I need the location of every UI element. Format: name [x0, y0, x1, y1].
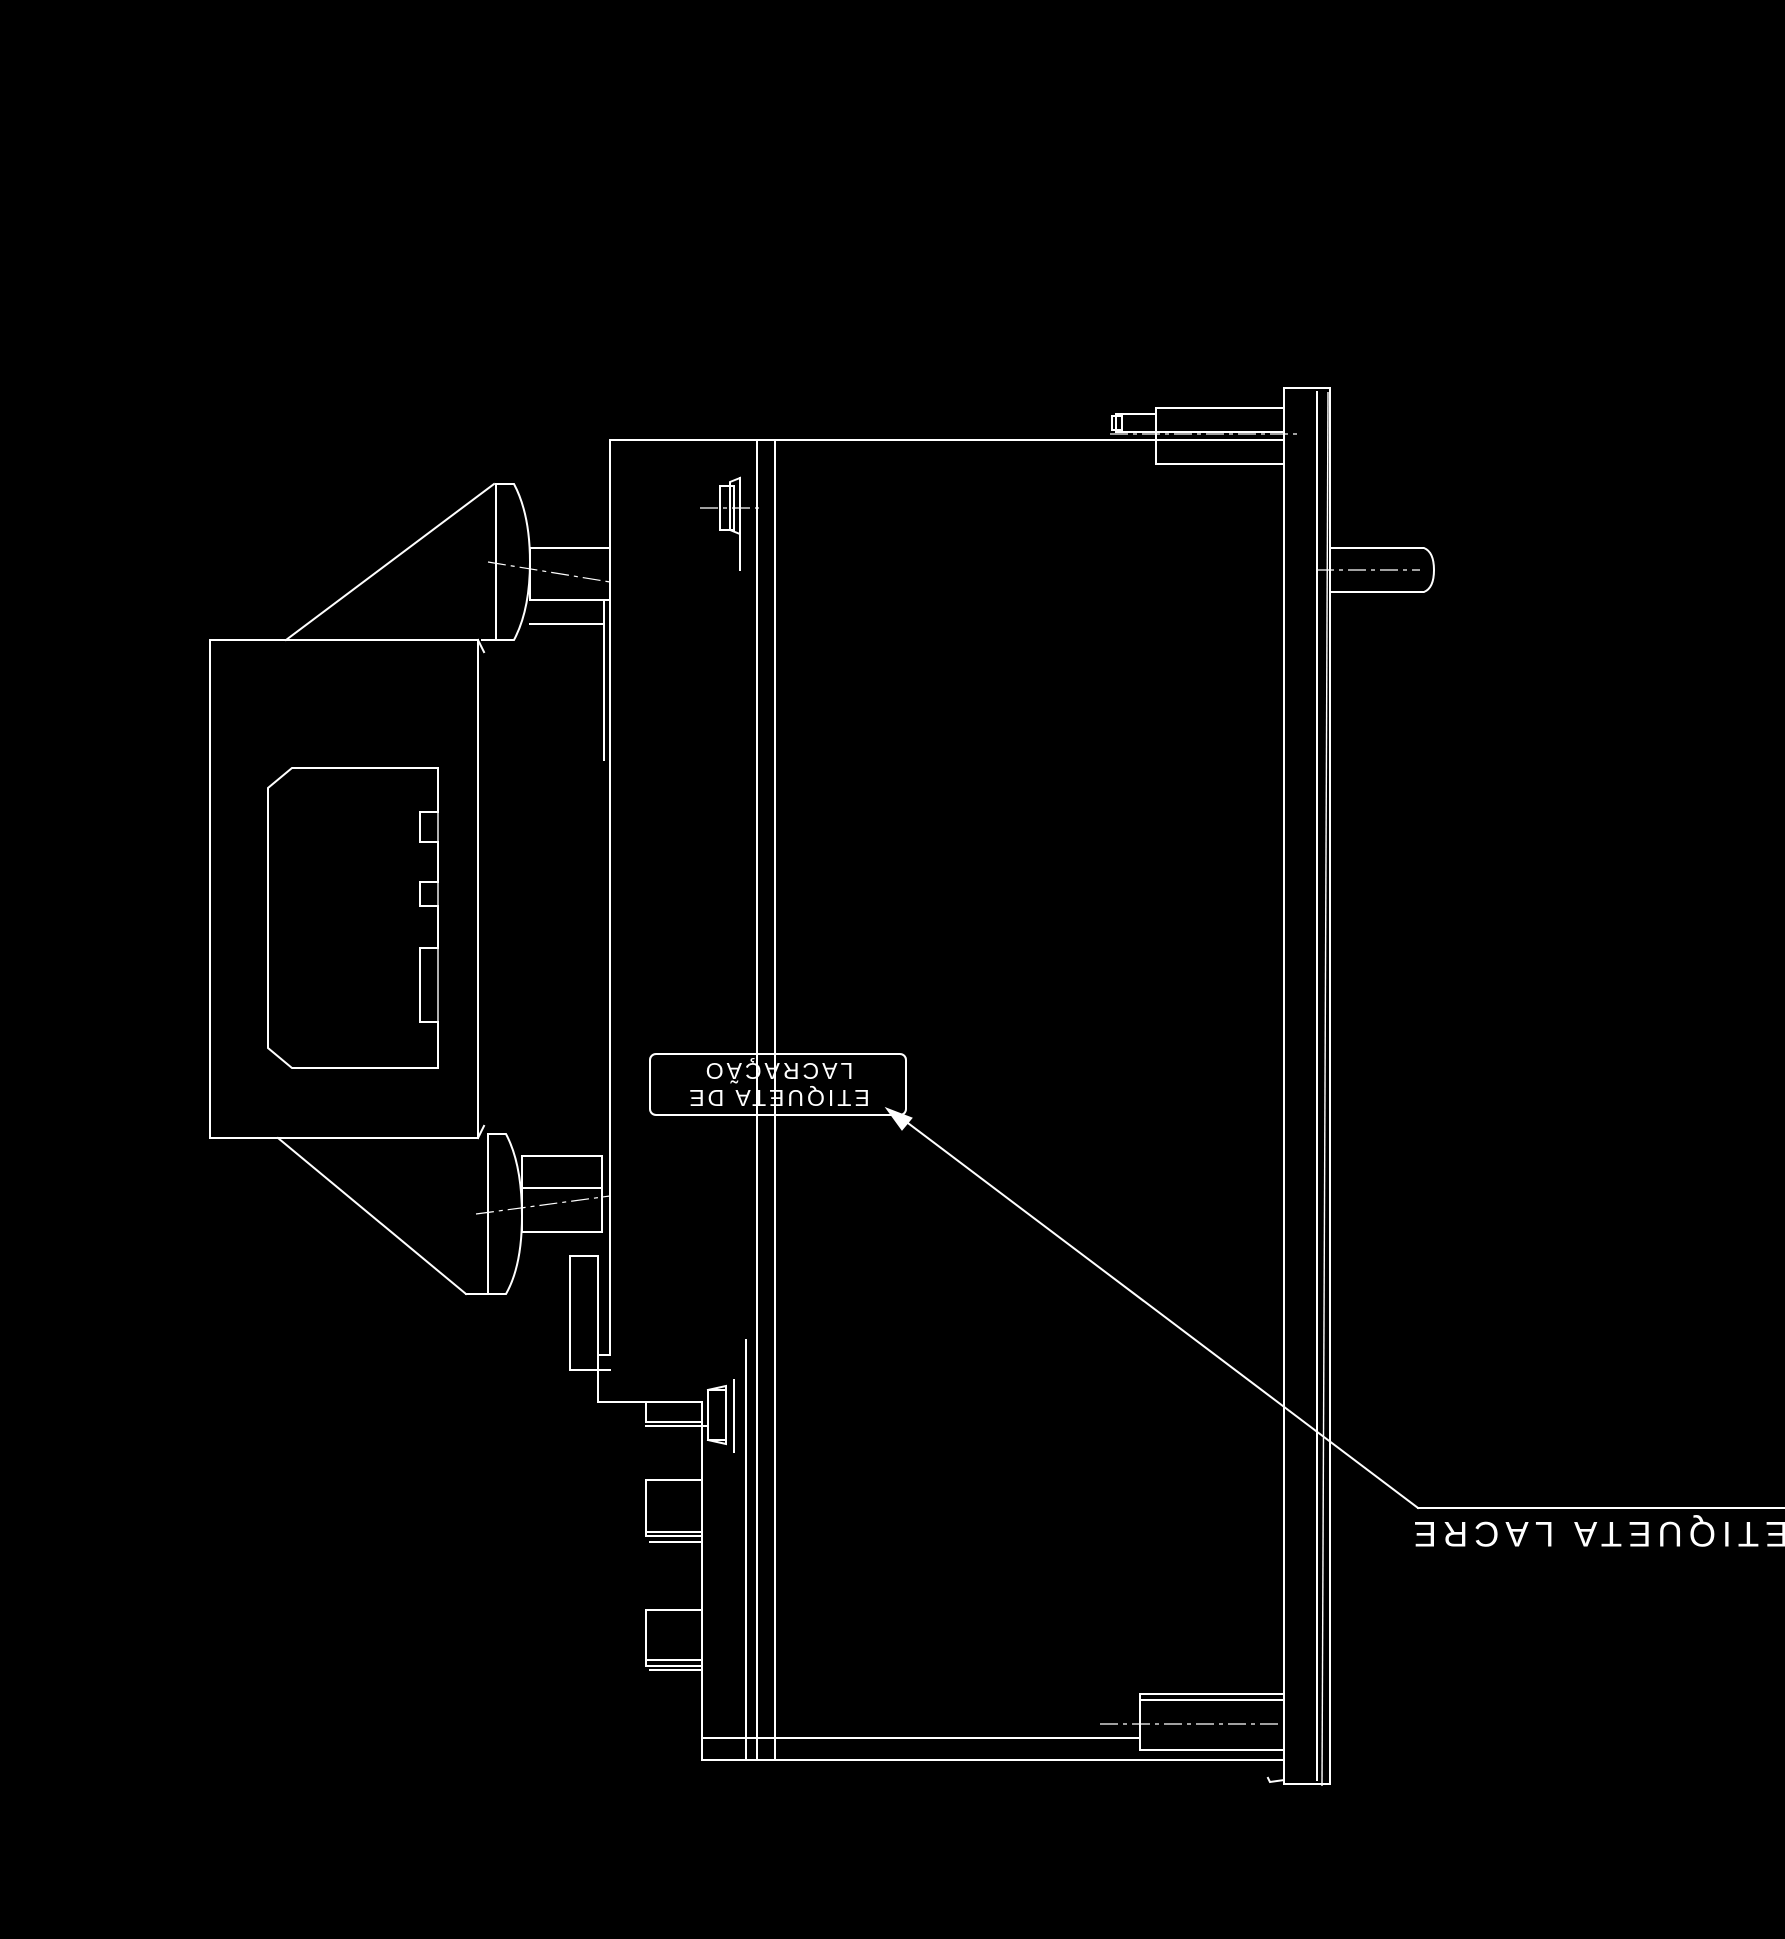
arrow-head-icon — [884, 1106, 913, 1131]
seal-label: ETIQUETA DE LACRAÇÃO — [649, 1053, 907, 1116]
upper-thumb-screw — [481, 483, 611, 641]
callout-label: ETIQUETA LACRE — [1408, 1514, 1785, 1553]
callout-leader — [884, 1106, 1785, 1510]
rear-terminal-lower — [645, 1609, 703, 1671]
lower-screw — [645, 1379, 735, 1453]
front-pin — [1316, 547, 1436, 593]
rear-terminal-upper — [645, 1479, 703, 1543]
top-screw — [700, 476, 760, 571]
lower-thumb-screw — [465, 1133, 611, 1295]
front-flange — [1266, 387, 1331, 1787]
bottom-standoff — [1100, 1693, 1285, 1751]
rear-tab — [569, 1255, 611, 1371]
top-standoff — [1110, 407, 1300, 465]
seal-label-line1: ETIQUETA DE — [686, 1085, 869, 1111]
seal-label-line2: LACRAÇÃO — [703, 1058, 854, 1084]
rear-connector — [209, 482, 496, 1296]
